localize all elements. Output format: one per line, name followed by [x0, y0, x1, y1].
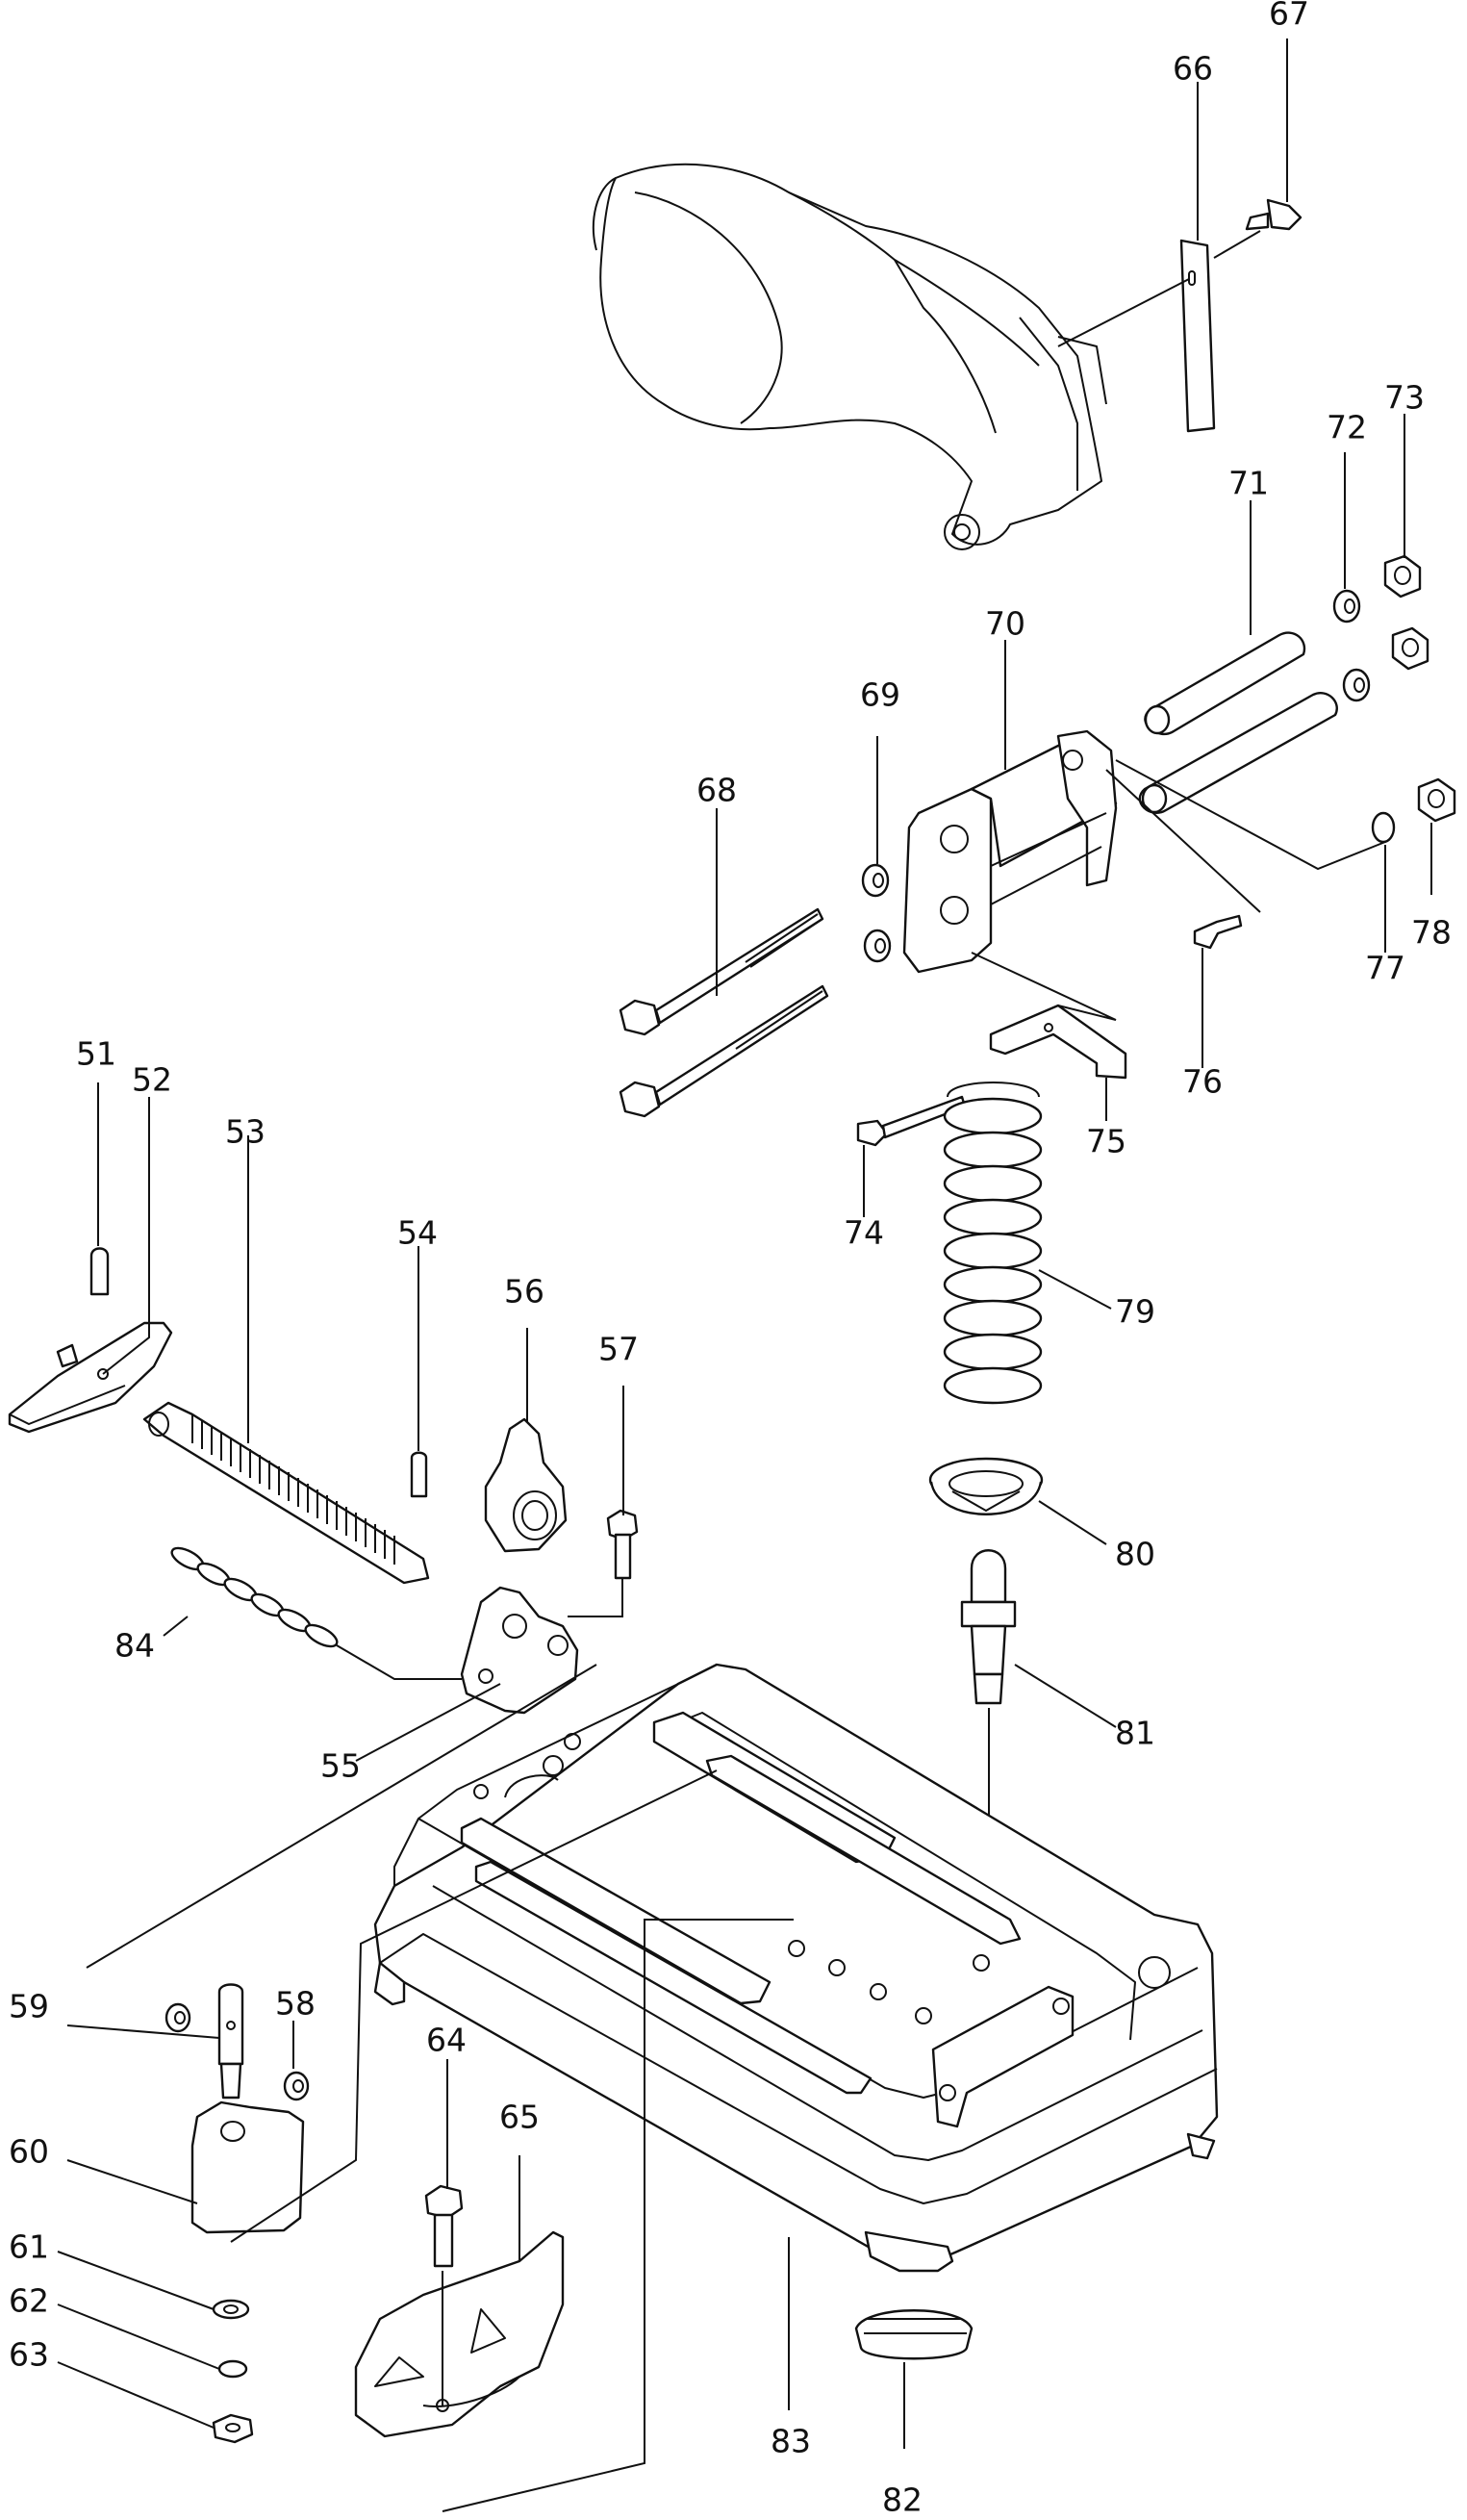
callout-79: 79 — [1115, 1293, 1155, 1331]
leader-67-screw — [1213, 230, 1261, 259]
callout-71: 71 — [1228, 465, 1269, 502]
callout-64: 64 — [426, 2022, 467, 2059]
leader-75-assembly — [971, 952, 1117, 1021]
part-75-clip — [989, 1004, 1127, 1080]
part-76-screw — [1193, 914, 1243, 950]
part-67-screw — [1245, 198, 1303, 231]
callout-84: 84 — [114, 1627, 155, 1665]
callout-67: 67 — [1269, 0, 1309, 33]
callout-76: 76 — [1182, 1063, 1223, 1101]
part-58-washer — [164, 2002, 310, 2101]
leader-65-base — [442, 1919, 794, 2512]
part-73-nut — [1383, 554, 1429, 671]
callout-82: 82 — [882, 2482, 923, 2519]
part-71-rod-lower — [1138, 692, 1338, 814]
callout-52: 52 — [132, 1061, 172, 1099]
callout-51: 51 — [76, 1035, 116, 1073]
callout-78: 78 — [1411, 914, 1452, 952]
part-63-nut — [212, 2413, 254, 2444]
part-52-clamp-plate — [8, 1321, 173, 1434]
callout-65: 65 — [499, 2099, 540, 2136]
callout-59: 59 — [9, 1988, 49, 2025]
callout-83: 83 — [771, 2423, 811, 2460]
callout-68: 68 — [696, 772, 737, 809]
part-81-pin — [960, 1549, 1017, 1705]
callout-56: 56 — [504, 1273, 544, 1311]
leader-77-78-assembly — [1115, 759, 1386, 871]
callout-73: 73 — [1384, 379, 1425, 417]
callout-63: 63 — [9, 2336, 49, 2374]
callout-80: 80 — [1115, 1536, 1155, 1573]
part-68-bolt-lower — [619, 984, 829, 1118]
part-70-bracket — [902, 729, 1118, 974]
callout-77: 77 — [1365, 950, 1405, 987]
part-69-washer — [861, 863, 892, 963]
callout-labels: 67 66 73 72 71 70 69 68 78 77 76 75 74 7… — [9, 0, 1452, 2519]
part-84-chain — [170, 1546, 339, 1648]
callout-74: 74 — [844, 1214, 884, 1252]
callout-81: 81 — [1115, 1715, 1155, 1752]
part-60-stop-plate — [190, 2100, 305, 2234]
part-51-pin — [89, 1247, 110, 1296]
leader-58-base — [86, 1664, 597, 1969]
leader-66-guard — [1057, 278, 1190, 347]
callout-58: 58 — [275, 1985, 316, 2023]
part-82-foot-pad — [854, 2309, 974, 2360]
callout-62: 62 — [9, 2282, 49, 2320]
callout-61: 61 — [9, 2228, 49, 2266]
part-54-pin — [410, 1451, 428, 1498]
blade-guard — [593, 163, 1107, 550]
part-56-half-nut — [484, 1417, 568, 1553]
part-80-spring-seat — [928, 1457, 1044, 1515]
leader-76-screw — [1105, 769, 1261, 913]
callout-60: 60 — [9, 2133, 49, 2171]
part-64-bolt — [424, 2184, 464, 2268]
callout-66: 66 — [1173, 50, 1213, 88]
part-78-nut — [1417, 777, 1456, 823]
part-71-rod-upper — [1144, 631, 1306, 736]
callout-55: 55 — [320, 1747, 361, 1785]
callout-54: 54 — [397, 1214, 438, 1252]
part-53-lead-screw — [142, 1401, 430, 1585]
part-59-pivot-pin — [217, 1983, 244, 2100]
part-68-bolt-upper — [619, 907, 824, 1036]
part-61-washer — [212, 2299, 250, 2320]
callout-leaders — [57, 38, 1432, 2449]
callout-72: 72 — [1327, 409, 1367, 446]
part-66-plate — [1179, 239, 1216, 433]
part-55-vise-bracket — [460, 1586, 579, 1715]
part-65-angle-plate — [354, 2230, 565, 2438]
part-72-washer — [1332, 589, 1371, 702]
part-77-spring-washer — [1371, 811, 1396, 844]
callout-75: 75 — [1086, 1123, 1126, 1160]
part-62-spring-washer — [217, 2359, 248, 2379]
callout-69: 69 — [860, 676, 900, 714]
leader-60-base — [230, 1769, 718, 2243]
part-83-base — [373, 1663, 1219, 2273]
callout-70: 70 — [985, 605, 1025, 643]
leader-84-chain — [336, 1644, 462, 1680]
callout-57: 57 — [598, 1331, 639, 1368]
part-57-bolt — [606, 1509, 639, 1580]
callout-53: 53 — [225, 1113, 266, 1151]
part-79-spring — [943, 1082, 1043, 1405]
leader-57-bolt — [568, 1578, 623, 1617]
